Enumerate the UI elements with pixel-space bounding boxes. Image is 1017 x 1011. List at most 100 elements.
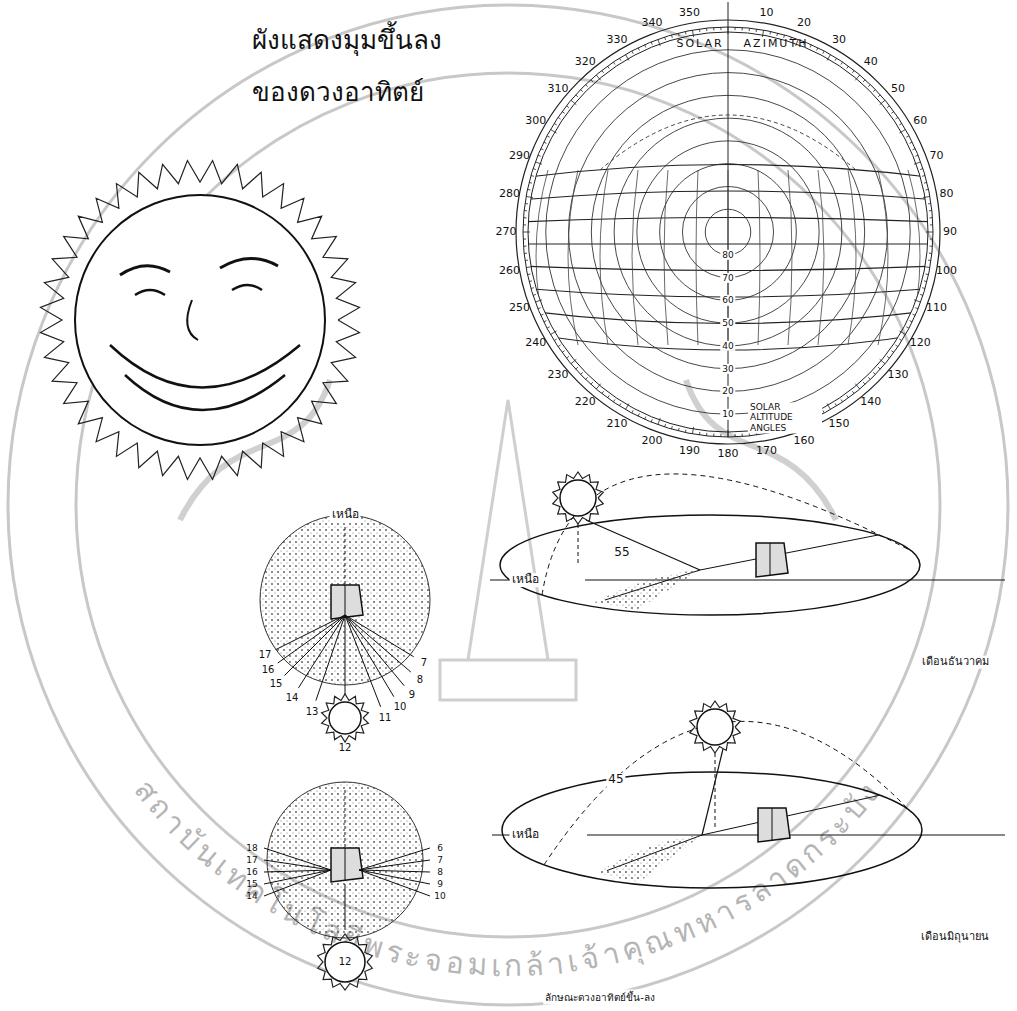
azimuth-tick [863, 382, 865, 384]
azimuth-tick [847, 66, 849, 68]
label: 130 [888, 368, 909, 381]
sun-ray-line [298, 615, 345, 688]
azimuth-tick [899, 331, 905, 335]
azimuth-tick [823, 410, 824, 413]
azimuth-tick [525, 260, 528, 261]
label: 8 [437, 867, 443, 877]
azimuth-tick [626, 403, 630, 409]
label: 11 [379, 712, 392, 724]
sun-symbol-rays [322, 694, 369, 742]
azimuth-tick [930, 224, 933, 225]
sun-ray-line [264, 870, 331, 884]
north-south-line [587, 835, 1005, 836]
hour-line [878, 170, 888, 345]
azimuth-tick [868, 85, 870, 87]
label: 100 [936, 264, 957, 277]
azimuth-tick [596, 384, 600, 389]
label: 10 [720, 409, 735, 419]
azimuth-tick [930, 246, 933, 247]
sun-face [41, 161, 360, 480]
hour-line [536, 170, 548, 345]
azimuth-tick [678, 428, 680, 431]
azimuth-tick [823, 51, 824, 54]
label: 55 [612, 546, 631, 560]
building [758, 808, 790, 842]
watermark-path-text: สถาบันเทคโนโลยีพระจอมเกล้าเจ้าคุณทหารลาด… [128, 773, 889, 984]
azimuth-tick [827, 403, 831, 409]
plumb-line [715, 753, 716, 830]
label: 15 [246, 879, 257, 889]
azimuth-tick [613, 399, 615, 401]
azimuth-tick [855, 75, 859, 80]
sun-symbol [560, 480, 596, 516]
azimuth-tick [922, 287, 925, 289]
azimuth-tick [602, 70, 604, 72]
azimuth-tick [852, 70, 854, 72]
azimuth-tick [720, 434, 721, 437]
azimuth-tick [547, 327, 550, 328]
azimuth-tick [855, 384, 859, 389]
label: 6 [437, 843, 443, 853]
sun-ray-line [345, 615, 404, 686]
shadow-line [700, 535, 878, 570]
hour-line [632, 170, 638, 345]
azimuth-tick [742, 434, 743, 437]
seal-ring [8, 5, 1008, 1005]
hour-line [600, 170, 608, 345]
azimuth-tick [924, 182, 927, 184]
sun-ray-line [702, 749, 723, 835]
azimuth-tick [626, 54, 630, 60]
azimuth-tick [523, 217, 526, 218]
building-edge [345, 585, 346, 617]
azimuth-tick [692, 427, 693, 434]
azimuth-tick [602, 391, 604, 393]
seal-ring [76, 73, 940, 937]
label: 80 [720, 250, 735, 260]
azimuth-tick [664, 424, 666, 427]
label: 9 [437, 879, 443, 889]
hour-line [818, 170, 824, 345]
azimuth-tick [878, 367, 880, 369]
horizon-ellipse [502, 772, 922, 888]
caption: ลักษณะดวงอาทิตย์ขึ้น-ลง [543, 990, 657, 1005]
label: 290 [509, 150, 530, 163]
sun-ray-line [345, 615, 394, 697]
watermark-text: สถาบันเทคโนโลยีพระจอมเกล้าเจ้าคุณทหารลาด… [128, 773, 889, 984]
sun-ray-line [278, 615, 345, 663]
azimuth-tick [720, 27, 721, 30]
label: 110 [926, 302, 947, 315]
label: เหนือ [330, 508, 361, 522]
azimuth-tick [576, 367, 578, 369]
dashed-curve [600, 115, 856, 170]
sun-path-chart [516, 2, 940, 444]
sun-symbol [697, 709, 733, 745]
label: 17 [259, 649, 272, 661]
horizon-ellipse [500, 515, 920, 615]
sun-rays [41, 161, 360, 480]
label: 120 [910, 337, 931, 350]
label: 50 [720, 318, 735, 328]
label: 140 [860, 396, 881, 409]
label: 210 [607, 418, 628, 431]
azimuth-tick [749, 28, 750, 31]
azimuth-tick [651, 42, 652, 45]
sun-eyebrows [120, 258, 278, 275]
azimuth-tick [645, 417, 646, 420]
sun-ray-line [345, 615, 411, 672]
label: SOLAR [676, 38, 723, 51]
label: 20 [797, 17, 811, 30]
azimuth-tick [581, 372, 583, 374]
azimuth-tick [706, 28, 707, 31]
hour-line [908, 170, 920, 345]
azimuth-tick [920, 294, 923, 296]
azimuth-tick [880, 359, 885, 363]
label: 280 [499, 187, 520, 200]
azimuth-tick [841, 399, 843, 401]
sun-ray-line [264, 860, 331, 870]
azimuth-tick [887, 356, 889, 358]
label: 50 [891, 83, 905, 96]
sun-ray-line [345, 615, 381, 707]
building [331, 585, 363, 619]
azimuth-tick [817, 48, 818, 51]
